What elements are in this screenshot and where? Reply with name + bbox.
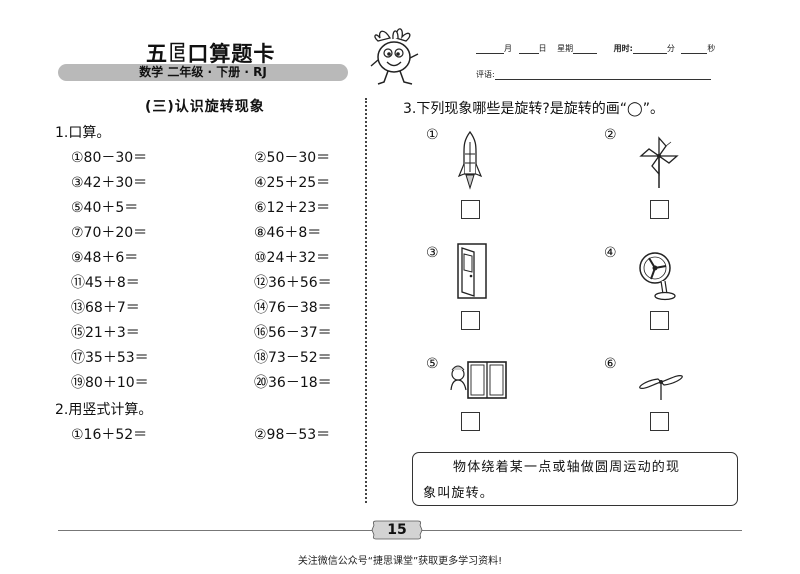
option-1-answer-box[interactable] [461,200,480,219]
subject-bar [58,64,348,81]
exercise-12: ⑫36＋56＝ [254,275,332,291]
option-3-number: ③ [426,245,439,261]
exercise-6: ⑥12＋23＝ [254,200,331,216]
option-2-number: ② [604,127,617,143]
vertical-calc-1: ①16＋52＝ [71,427,148,443]
exercise-14: ⑭76－38＝ [254,300,332,316]
subject-line: 数学 二年级 · 下册 · RJ [139,65,267,79]
note-line-2: 象叫旋转。 [423,486,495,501]
minute-blank[interactable] [632,44,667,54]
exercise-5: ⑤40＋5＝ [71,200,139,216]
exercise-7: ⑦70＋20＝ [71,225,148,241]
day-label: 日 [538,44,547,53]
exercise-2: ②50－30＝ [254,150,331,166]
option-4-answer-box[interactable] [650,311,669,330]
option-3-answer-box[interactable] [461,311,480,330]
weekday-blank[interactable] [573,44,598,54]
second-blank[interactable] [681,44,708,54]
column-divider [365,98,367,503]
brand-e-logo: E [168,38,187,68]
exercise-9: ⑨48＋6＝ [71,250,139,266]
option-2-answer-box[interactable] [650,200,669,219]
month-blank[interactable] [476,44,504,54]
exercise-1: ①80－30＝ [71,150,148,166]
window-icon [450,361,507,399]
footer-note: 关注微信公众号“捷思课堂”获取更多学习资料! [297,556,503,567]
weekday-label: 星期 [557,44,574,53]
section-title: (三)认识旋转现象 [145,99,265,115]
exercise-18: ⑱73－52＝ [254,350,332,366]
exercise-20: ⑳36－18＝ [254,375,332,391]
option-6-number: ⑥ [604,356,617,372]
page-number: 15 [387,522,407,538]
second-label: 秒 [707,44,716,53]
q3-heading: 3.下列现象哪些是旋转?是旋转的画“◯”。 [403,101,664,117]
exercise-4: ④25＋25＝ [254,175,331,191]
exercise-10: ⑩24＋32＝ [254,250,331,266]
exercise-3: ③42＋30＝ [71,175,148,191]
electric-fan-icon [639,252,676,301]
q2-heading: 2.用竖式计算。 [55,402,153,418]
day-blank[interactable] [518,44,539,54]
exercise-13: ⑬68＋7＝ [71,300,140,316]
exercise-19: ⑲80＋10＝ [71,375,149,391]
exercise-8: ⑧46＋8＝ [254,225,322,241]
q1-heading: 1.口算。 [55,125,111,141]
radish-mascot-icon [370,28,419,85]
exercise-11: ⑪45＋8＝ [71,275,140,291]
minute-label: 分 [666,44,675,53]
pinwheel-icon [639,136,679,188]
vertical-calc-2: ②98－53＝ [254,427,331,443]
brand-suffix: 口算题卡 [187,42,276,66]
definition-note: 物体绕着某一点或轴做圆周运动的现 象叫旋转。 [412,452,738,506]
month-label: 月 [504,44,512,53]
exercise-16: ⑯56－37＝ [254,325,332,341]
rocket-icon [457,130,483,190]
time-used-label: 用时: [613,44,633,53]
exercise-17: ⑰35＋53＝ [71,350,149,366]
comment-blank[interactable] [494,70,711,80]
option-4-number: ④ [604,245,617,261]
door-icon [457,243,487,299]
comment-label: 评语: [476,70,495,79]
note-line-1: 物体绕着某一点或轴做圆周运动的现 [453,460,681,475]
propeller-icon [639,375,683,400]
option-5-answer-box[interactable] [461,412,480,431]
option-5-number: ⑤ [426,356,439,372]
page-number-badge-icon [371,520,423,540]
brand-prefix: 五 [146,42,168,66]
exercise-15: ⑮21＋3＝ [71,325,140,341]
option-6-answer-box[interactable] [650,412,669,431]
option-1-number: ① [426,127,439,143]
comment-line: 评语: [476,69,711,80]
brand-title: 五E口算题卡 [146,38,275,68]
date-time-line: 月 日 星期 用时: 分 秒 [476,43,715,54]
